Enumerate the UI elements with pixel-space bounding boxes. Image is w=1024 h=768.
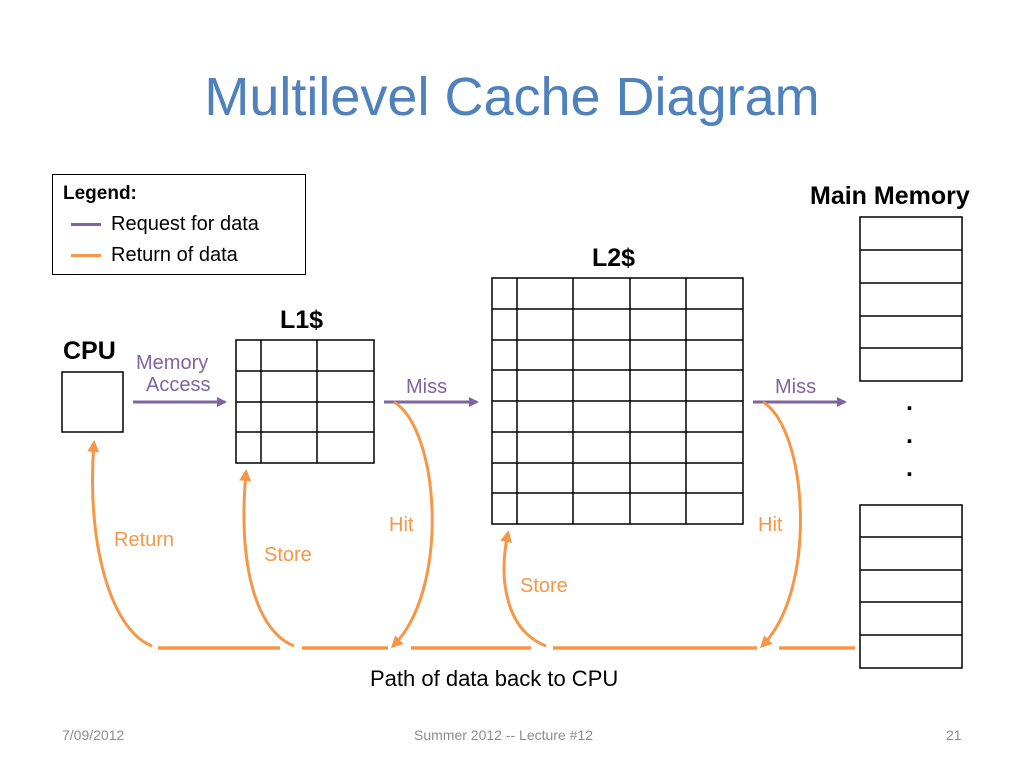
legend-heading: Legend:	[63, 183, 137, 204]
memory-access-label-line2: Access	[146, 374, 211, 396]
l2-cache-grid	[491, 277, 744, 525]
hit-l2-arrow	[390, 400, 434, 649]
slide-title: Multilevel Cache Diagram	[204, 67, 820, 127]
legend-request-row: Request for data	[71, 213, 259, 236]
footer-course: Summer 2012 -- Lecture #12	[414, 727, 593, 743]
main-memory-top-stack	[859, 216, 963, 382]
l1-hit-label: Hit	[389, 514, 414, 536]
l1-miss-label: Miss	[406, 376, 448, 398]
store-l1-label: Store	[264, 544, 312, 566]
memory-ellipsis-dot-1: .	[906, 388, 913, 416]
footer-date: 7/09/2012	[62, 727, 125, 743]
l2-hit-label: Hit	[758, 514, 783, 536]
l1-cache-grid	[235, 339, 375, 464]
memory-access-label-line1: Memory	[136, 352, 209, 374]
l1-label: L1$	[280, 306, 324, 334]
hit-memory-arrow	[759, 400, 802, 649]
return-to-cpu-arrow	[87, 440, 153, 648]
l2-miss-label: Miss	[775, 376, 817, 398]
memory-ellipsis-dot-2: .	[906, 421, 913, 449]
footer-page-number: 21	[946, 727, 962, 743]
legend-return-swatch	[71, 254, 101, 258]
memory-ellipsis-dot-3: .	[906, 454, 913, 482]
store-l2-arrow	[500, 530, 547, 648]
legend-request-swatch	[71, 223, 101, 227]
legend-return-label: Return of data	[111, 244, 238, 266]
cpu-box	[61, 371, 124, 433]
main-memory-label: Main Memory	[810, 182, 970, 210]
legend-return-row: Return of data	[71, 244, 238, 267]
return-label: Return	[114, 529, 175, 551]
legend: Legend: Request for data Return of data	[52, 174, 306, 275]
store-l2-label: Store	[520, 575, 568, 597]
l2-label: L2$	[592, 244, 636, 272]
main-memory-bottom-stack	[859, 504, 963, 669]
legend-request-label: Request for data	[111, 213, 259, 235]
cpu-label: CPU	[63, 337, 116, 365]
store-l1-arrow	[239, 469, 295, 648]
path-label: Path of data back to CPU	[370, 666, 619, 691]
